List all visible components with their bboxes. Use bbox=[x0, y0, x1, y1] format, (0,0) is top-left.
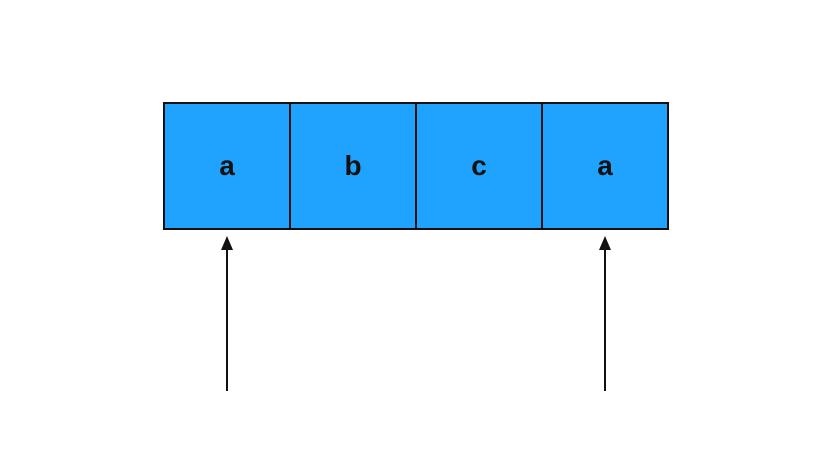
arrow-head bbox=[599, 236, 611, 250]
cell-label: b bbox=[344, 150, 362, 181]
cell-label: c bbox=[471, 150, 487, 181]
array-cell-1: b bbox=[289, 102, 417, 230]
array-cell-3: a bbox=[541, 102, 669, 230]
array-cell-0: a bbox=[163, 102, 291, 230]
array-strip: a b c a bbox=[163, 102, 669, 230]
cell-label: a bbox=[219, 150, 235, 181]
cell-label: a bbox=[597, 150, 613, 181]
pointer-arrow-0 bbox=[221, 236, 233, 391]
pointer-arrow-1 bbox=[599, 236, 611, 391]
array-cell-2: c bbox=[415, 102, 543, 230]
arrow-head bbox=[221, 236, 233, 250]
